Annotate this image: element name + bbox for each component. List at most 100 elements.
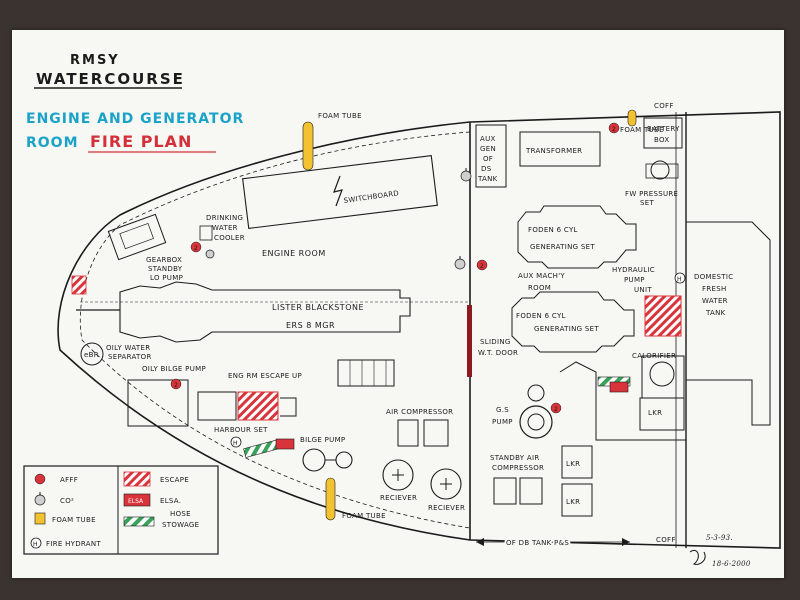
transformer-box: [519, 131, 601, 167]
reciever-1: [382, 459, 414, 491]
hydrant-marker-1: H: [674, 272, 686, 284]
air-compressor-1: [397, 419, 419, 447]
lkr2-label: LKR: [566, 498, 580, 506]
legend-co2-icon: [34, 492, 46, 506]
reciever-1-cross: [392, 469, 404, 481]
signature-date-2: 18-6-2000: [712, 560, 751, 568]
legend-foam-icon: [34, 512, 46, 525]
escape-up-label: ENG RM ESCAPE UP: [228, 372, 302, 380]
foden1-l2: GENERATING SET: [530, 243, 595, 251]
db-tank-arrow-right: [622, 538, 630, 546]
escape-hatch-bow: [71, 275, 87, 295]
lkr1-label: LKR: [566, 460, 580, 468]
transformer-label: TRANSFORMER: [525, 147, 582, 155]
coff-top-label: COFF: [654, 102, 674, 110]
bilge-pump-2: [335, 451, 353, 469]
main-engine: [119, 281, 411, 343]
legend-co2-label: CO²: [60, 497, 74, 505]
hydrant-marker-2: H: [230, 436, 242, 448]
afff-marker-4: 2: [170, 378, 182, 390]
harbour-set-frame: [127, 379, 189, 427]
legend: AFFF CO² FOAM TUBE H FIRE HYDRANT ESCAPE…: [23, 465, 219, 555]
air-compressor-label: AIR COMPRESSOR: [386, 408, 453, 416]
aux-gen-tank-l1: AUX: [480, 135, 496, 143]
hydraulic-l2: PUMP: [624, 276, 645, 284]
oily-water-separator: [80, 342, 104, 366]
escape-ladder: [337, 359, 395, 387]
reciever2-label: RECIEVER: [428, 504, 465, 512]
elsa-aux: [609, 381, 629, 393]
standby-air-l1: STANDBY AIR: [490, 454, 540, 462]
foam-tube-bottom-label: FOAM TUBE: [342, 512, 386, 520]
afff-marker-5: 2: [190, 241, 202, 253]
aux-mach-room-l2: ROOM: [528, 284, 551, 292]
legend-afff-icon: [34, 473, 46, 485]
signature-date-1: 5-3-93.: [706, 534, 733, 542]
ows-code: eBR: [84, 351, 99, 359]
aux-gen-tank-l4: DS: [481, 165, 492, 173]
title-fire-plan: FIRE PLAN: [90, 132, 192, 151]
battery-box-l2: BOX: [654, 136, 669, 144]
domestic-tank-outline: [686, 221, 771, 426]
gs-pump-l1: G.S: [496, 406, 509, 414]
coff-bottom-label: COFF: [656, 536, 676, 544]
air-compressor-2: [423, 419, 449, 447]
gearbox-inner: [119, 222, 154, 250]
legend-hydrant-icon: H: [30, 537, 42, 549]
legend-escape-icon: [123, 471, 151, 487]
afff-marker-3: 2: [550, 402, 562, 414]
harbour-set-gen: [280, 397, 297, 417]
co2-marker-3: [205, 249, 215, 259]
foam-tube-right: [627, 109, 637, 127]
fw-pressure-l2: SET: [640, 199, 654, 207]
header-line1: RMSY: [70, 53, 120, 68]
foden2-l1: FODEN 6 CYL: [516, 312, 566, 320]
legend-hose-l1: HOSE: [170, 510, 191, 518]
svg-text:2: 2: [554, 406, 558, 413]
harbour-set-escape: [237, 391, 279, 421]
engine-room-label: ENGINE ROOM: [262, 249, 326, 258]
svg-text:H: H: [233, 440, 238, 447]
foam-tube-top: [302, 121, 314, 171]
gearbox-l3: LO PUMP: [150, 274, 183, 282]
hull-outline: [57, 111, 781, 549]
calorifier-label: CALORIFIER: [632, 352, 676, 360]
gs-pump-l2: PUMP: [492, 418, 513, 426]
legend-elsa-swatch-text: ELSA: [128, 498, 144, 505]
bilge-pump-label: BILGE PUMP: [300, 436, 345, 444]
hydraulic-l1: HYDRAULIC: [612, 266, 655, 274]
gs-pump-inner: [527, 413, 545, 431]
fw-pressure-tank: [650, 160, 670, 180]
foden-genset-2: [511, 291, 635, 353]
ows-l1: OILY WATER: [106, 344, 150, 352]
sliding-door: [467, 305, 472, 377]
db-tank-label: OF DB TANK P&S: [506, 539, 569, 547]
gearbox-unit: [107, 213, 167, 261]
legend-hose-l2: STOWAGE: [162, 521, 199, 529]
hose-stowage-er: [243, 439, 282, 458]
legend-elsa-icon: [123, 493, 151, 507]
harbour-set-engine: [197, 391, 237, 421]
switchboard-box: [242, 154, 438, 230]
foden2-l2: GENERATING SET: [534, 325, 599, 333]
reciever1-label: RECIEVER: [380, 494, 417, 502]
foam-tube-top-label: FOAM TUBE: [318, 112, 362, 120]
dwc-unit: [199, 225, 213, 241]
reciever-2-cross: [440, 478, 452, 490]
legend-elsa-label: ELSA.: [160, 497, 181, 505]
gearbox-l2: STANDBY: [148, 265, 183, 273]
title-line2: ROOM: [26, 135, 79, 151]
calorifier-tank: [649, 361, 675, 387]
afff-marker-1: 2: [608, 122, 620, 134]
battery-box: [643, 117, 683, 149]
ows-l2: SEPARATOR: [108, 353, 152, 361]
title-line1: ENGINE AND GENERATOR: [26, 111, 244, 127]
reciever-2: [430, 468, 462, 500]
foam-tube-right-label: FOAM TUBE: [620, 126, 664, 134]
svg-text:2: 2: [174, 382, 178, 389]
switchboard-label: SWITCHBOARD: [343, 189, 399, 205]
dwc-l3: COOLER: [214, 234, 245, 242]
elsa-er: [275, 438, 295, 450]
ers-label: ERS 8 MGR: [286, 321, 335, 330]
lkr-right: [639, 397, 685, 431]
